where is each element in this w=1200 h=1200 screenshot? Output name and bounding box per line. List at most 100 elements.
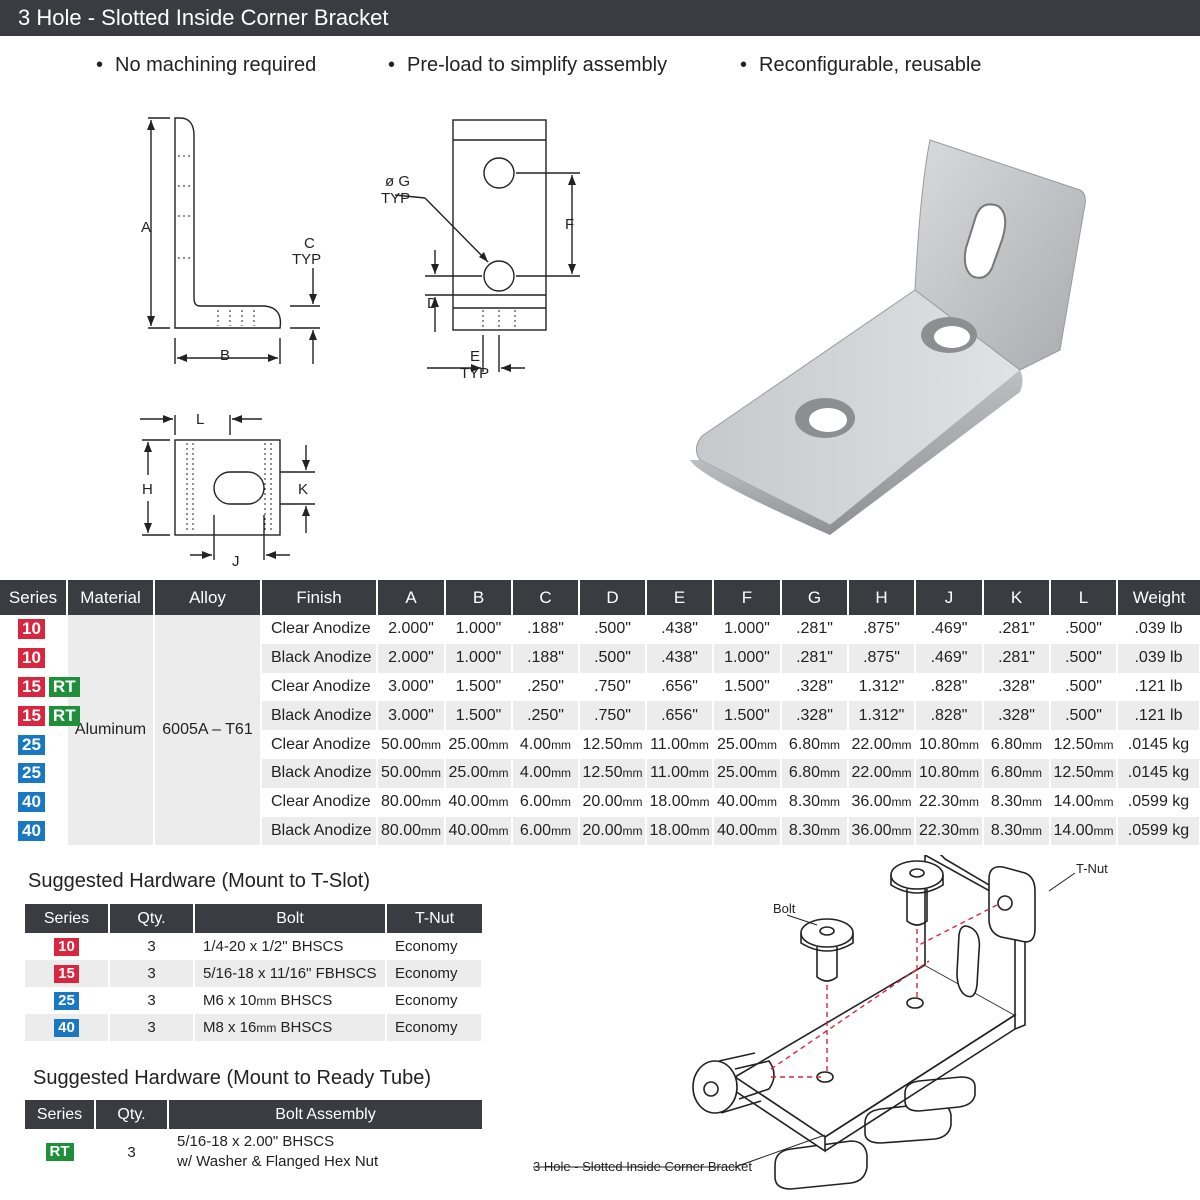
dimension-cell: 1.312" bbox=[848, 701, 916, 731]
dimension-value: 12.50 bbox=[582, 735, 623, 753]
dimension-cell: .281" bbox=[983, 643, 1051, 673]
page-title: 3 Hole - Slotted Inside Corner Bracket bbox=[18, 5, 389, 30]
dimension-cell: 40.00mm bbox=[445, 816, 513, 846]
series-badge: 25 bbox=[18, 734, 45, 755]
dimension-value: 20.00 bbox=[582, 793, 623, 811]
dimension-cell: 50.00mm bbox=[377, 758, 446, 788]
dimension-cell: .250" bbox=[512, 701, 580, 731]
dimension-cell: .469" bbox=[915, 615, 984, 644]
dimension-unit: mm bbox=[820, 737, 841, 752]
dimension-cell: 1.000" bbox=[713, 615, 782, 644]
dimension-cell: 6.80mm bbox=[781, 730, 849, 759]
dimension-unit: mm bbox=[891, 823, 912, 838]
dimension-value: .500" bbox=[594, 620, 631, 638]
dim-label-d: D bbox=[427, 295, 438, 312]
bolt-cell: M6 x 10mm BHSCS bbox=[194, 987, 387, 1014]
bullet-text: No machining required bbox=[115, 54, 317, 76]
dimension-cell: 1.500" bbox=[445, 672, 513, 702]
tnut-cell: Economy bbox=[386, 987, 483, 1014]
tnut-cell: Economy bbox=[386, 960, 483, 987]
dimension-value: .188" bbox=[527, 620, 564, 638]
dimension-value: 11.00 bbox=[650, 735, 689, 753]
dimension-value: .500" bbox=[1065, 677, 1102, 695]
dimension-value: 14.00 bbox=[1053, 793, 1094, 811]
hardware-tube-table: Series Qty. Bolt Assembly RT 3 5/16-18 x… bbox=[25, 1100, 483, 1175]
col-header: A bbox=[377, 580, 446, 615]
dimension-unit: mm bbox=[820, 766, 841, 781]
dim-label-a: A bbox=[141, 219, 151, 236]
col-header: Series bbox=[0, 580, 68, 615]
dimension-unit: mm bbox=[551, 737, 572, 752]
dimension-cell: 8.30mm bbox=[983, 816, 1051, 846]
series-badge: 25 bbox=[18, 763, 45, 784]
dim-label-j: J bbox=[232, 553, 240, 570]
dimension-value: 50.00 bbox=[380, 764, 422, 782]
dimension-cell: 22.00mm bbox=[848, 730, 916, 759]
dimension-value: 1.000" bbox=[455, 620, 502, 638]
bullet-feature: •Reconfigurable, reusable bbox=[740, 54, 982, 76]
dimension-cell: 1.500" bbox=[713, 701, 782, 731]
finish-cell: Clear Anodize bbox=[261, 787, 378, 817]
dimension-value: 25.00 bbox=[448, 764, 489, 782]
dimension-cell: 3.000" bbox=[377, 701, 446, 731]
dimension-value: .875" bbox=[863, 620, 900, 638]
dimension-cell: .328" bbox=[983, 672, 1051, 702]
dimension-cell: 3.000" bbox=[377, 672, 446, 702]
dimension-cell: 22.30mm bbox=[915, 816, 984, 846]
series-badge: 25 bbox=[54, 991, 79, 1010]
series-badge: 10 bbox=[18, 648, 45, 669]
dim-label-f: F bbox=[565, 216, 574, 233]
front-view-drawing: ø G TYP F D E TYP bbox=[381, 119, 580, 382]
dimension-value: 20.00 bbox=[582, 821, 623, 839]
dim-label-c-typ: TYP bbox=[292, 251, 321, 268]
bullet-feature: •No machining required bbox=[96, 54, 317, 76]
col-header: Qty. bbox=[95, 1100, 169, 1129]
dimension-unit: mm bbox=[891, 737, 912, 752]
dimension-cell: .328" bbox=[983, 701, 1051, 731]
title-bar: 3 Hole - Slotted Inside Corner Bracket bbox=[0, 0, 1200, 36]
col-header: F bbox=[713, 580, 782, 615]
dimension-value: .281" bbox=[796, 649, 833, 667]
dimension-cell: 1.312" bbox=[848, 672, 916, 702]
dimension-value: .500" bbox=[1065, 649, 1102, 667]
series-badge: 10 bbox=[54, 937, 79, 956]
dimension-value: .250" bbox=[527, 706, 564, 724]
dimension-value: 12.50 bbox=[582, 764, 623, 782]
finish-cell: Black Anodize bbox=[261, 758, 378, 788]
dimension-value: .328" bbox=[796, 706, 833, 724]
qty-cell: 3 bbox=[109, 987, 195, 1014]
col-header: Material bbox=[67, 580, 155, 615]
series-cell: 25 bbox=[25, 987, 110, 1014]
bracket-product-image bbox=[690, 139, 1086, 535]
dimension-unit: mm bbox=[757, 823, 778, 838]
dimension-value: 22.00 bbox=[851, 764, 892, 782]
dimension-value: .875" bbox=[863, 649, 900, 667]
bolt-spec: M6 x 10 bbox=[203, 992, 257, 1009]
dimension-cell: 8.30mm bbox=[983, 787, 1051, 817]
ready-tube-badge: RT bbox=[48, 705, 80, 726]
dimension-cell: .750" bbox=[579, 701, 647, 731]
dimension-cell: 50.00mm bbox=[377, 730, 446, 759]
series-cell: RT bbox=[25, 1129, 96, 1175]
dimension-value: .250" bbox=[527, 677, 564, 695]
dimension-unit: mm bbox=[689, 795, 710, 810]
dimension-cell: 1.500" bbox=[445, 701, 513, 731]
hardware-header-row: Series Qty. Bolt Assembly bbox=[25, 1100, 482, 1129]
dimension-cell: .875" bbox=[848, 615, 916, 644]
dimension-cell: 22.30mm bbox=[915, 787, 984, 817]
spec-header-row: Series Material Alloy Finish A B C D E F… bbox=[0, 580, 1200, 615]
assembly-caption: 3 Hole - Slotted Inside Corner Bracket bbox=[533, 1159, 752, 1174]
dimension-unit: mm bbox=[688, 737, 709, 752]
dimension-cell: 6.00mm bbox=[512, 816, 580, 846]
dimension-unit: mm bbox=[959, 795, 980, 810]
dimension-cell: .469" bbox=[915, 643, 984, 673]
dimension-unit: mm bbox=[959, 737, 980, 752]
finish-cell: Black Anodize bbox=[261, 643, 378, 673]
bolt-cell: M8 x 16mm BHSCS bbox=[194, 1014, 387, 1041]
dimension-cell: 4.00mm bbox=[512, 758, 580, 788]
